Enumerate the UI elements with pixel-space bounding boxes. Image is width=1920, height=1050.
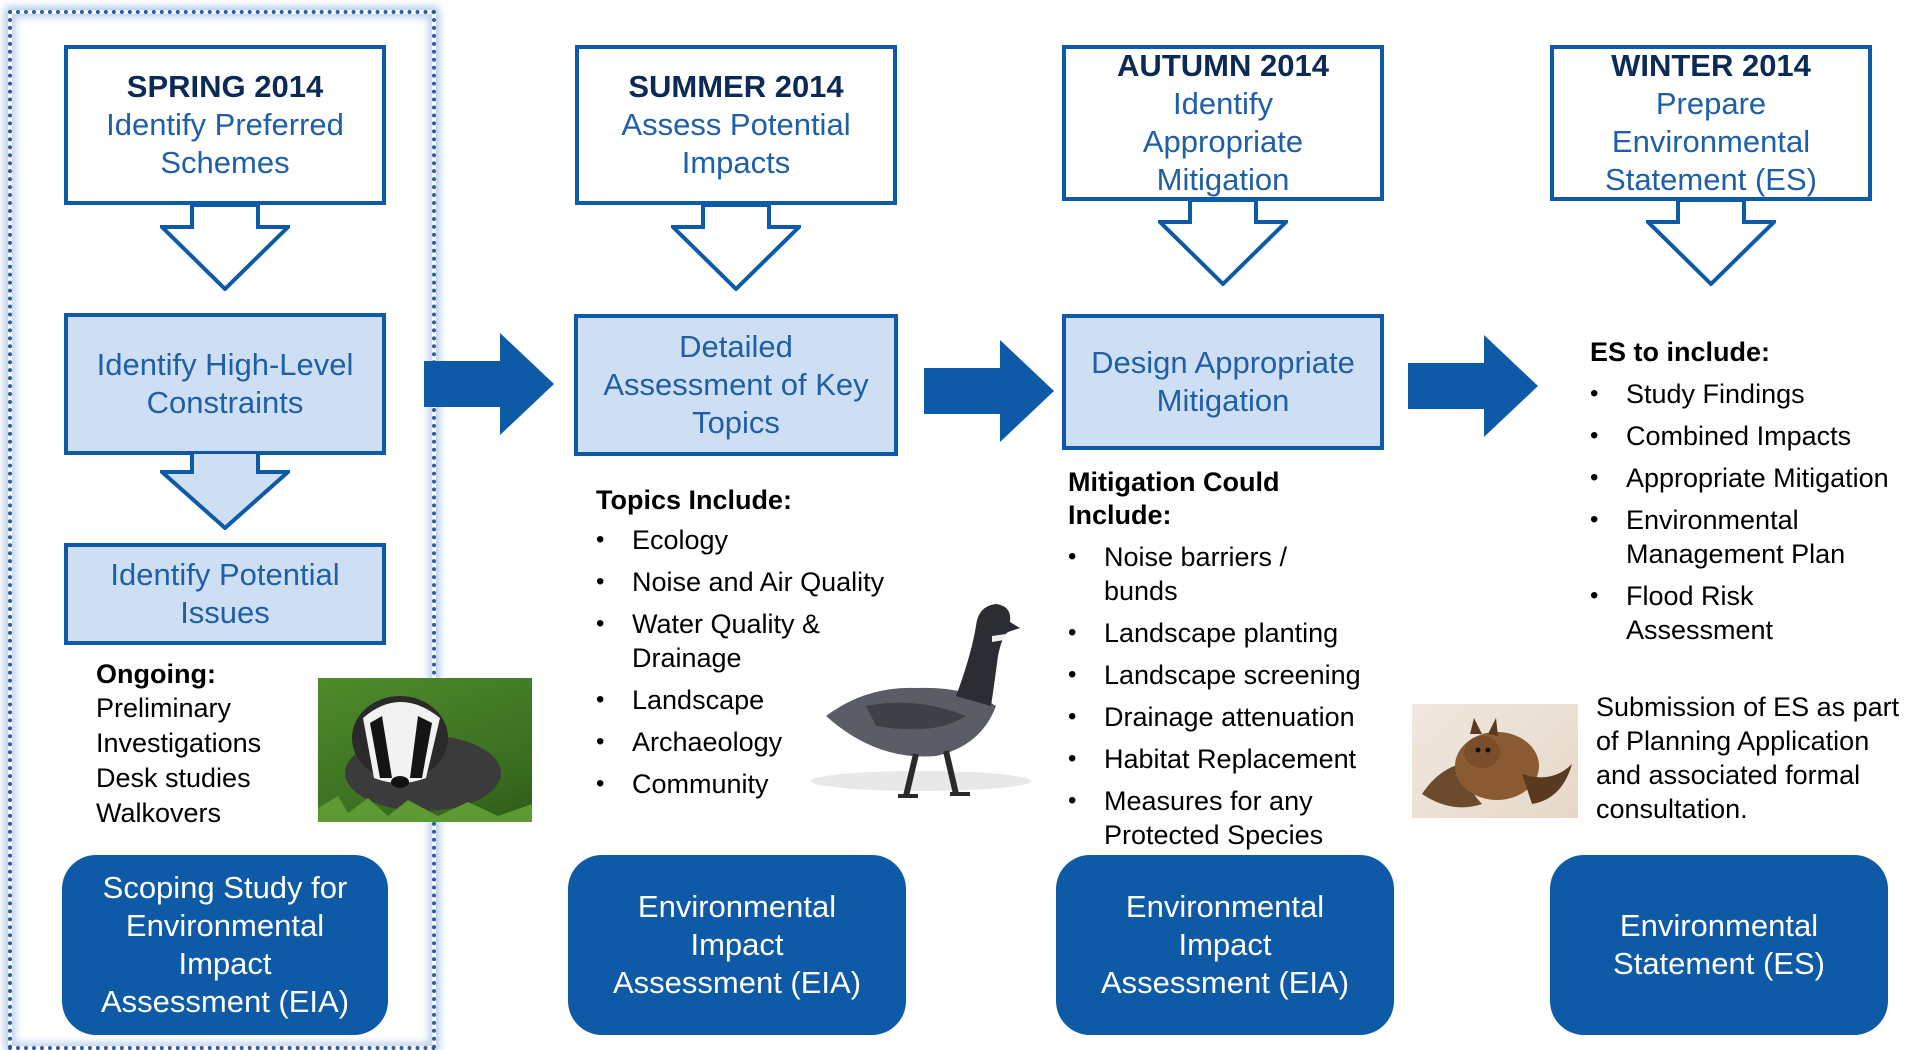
right-arrow-icon: [1408, 335, 1538, 437]
summer-output-pill: Environmental Impact Assessment (EIA): [568, 855, 906, 1035]
pill-line: Assessment (EIA): [612, 965, 862, 1000]
right-arrow-icon: [424, 333, 554, 435]
autumn-output-pill: Environmental Impact Assessment (EIA): [1056, 855, 1394, 1035]
winter-subtitle-line-1: Prepare: [1655, 86, 1767, 121]
es-item: Appropriate Mitigation: [1590, 461, 1920, 495]
autumn-step: Design Appropriate Mitigation: [1062, 314, 1384, 450]
down-arrow-icon: [1646, 200, 1776, 286]
pill-line: Assessment (EIA): [100, 984, 350, 1019]
autumn-subtitle-line-1: Identify: [1173, 86, 1273, 121]
note-line: consultation.: [1596, 794, 1748, 824]
mitigation-item: Drainage attenuation: [1068, 700, 1368, 734]
ongoing-item: Investigations: [96, 728, 262, 758]
autumn-mitigation-block: Mitigation Could Include: Noise barriers…: [1068, 466, 1398, 860]
autumn-season-box: AUTUMN 2014 Identify Appropriate Mitigat…: [1062, 45, 1384, 201]
down-arrow-icon: [160, 452, 290, 530]
badger-photo: [318, 678, 532, 822]
step-line: Issues: [180, 595, 270, 630]
step-line: Identify High-Level: [96, 347, 354, 382]
spring-season-box: SPRING 2014 Identify Preferred Schemes: [64, 45, 386, 205]
step-line: Topics: [692, 405, 780, 440]
ongoing-item: Walkovers: [96, 798, 222, 828]
spring-title: SPRING 2014: [126, 69, 324, 104]
mitigation-item: Measures for any Protected Species: [1068, 784, 1364, 852]
pill-line: Statement (ES): [1613, 946, 1825, 981]
topic-item: Ecology: [596, 523, 916, 557]
pill-line: Environmental: [637, 889, 837, 924]
note-line: and associated formal: [1596, 760, 1861, 790]
winter-output-pill: Environmental Statement (ES): [1550, 855, 1888, 1035]
step-line: Mitigation: [1156, 383, 1290, 418]
pill-line: Impact: [1178, 927, 1272, 962]
ongoing-item: Desk studies: [96, 763, 251, 793]
pill-line: Scoping Study for: [102, 870, 348, 905]
winter-season-box: WINTER 2014 Prepare Environmental Statem…: [1550, 45, 1872, 201]
pill-line: Environmental: [1619, 908, 1819, 943]
right-arrow-icon: [924, 340, 1054, 442]
spring-step-issues: Identify Potential Issues: [64, 543, 386, 645]
topic-item: Noise and Air Quality: [596, 565, 916, 599]
pill-line: Impact: [178, 946, 272, 981]
topic-item: Archaeology: [596, 725, 916, 759]
winter-title: WINTER 2014: [1611, 48, 1811, 83]
ongoing-item: Preliminary: [96, 693, 232, 723]
pill-line: Environmental: [125, 908, 325, 943]
topic-item: Water Quality & Drainage: [596, 607, 916, 675]
submission-note: Submission of ES as part of Planning App…: [1596, 690, 1916, 826]
down-arrow-icon: [160, 205, 290, 291]
spring-step-constraints: Identify High-Level Constraints: [64, 313, 386, 455]
summer-title: SUMMER 2014: [628, 69, 844, 104]
goose-illustration: [811, 604, 1031, 798]
autumn-subtitle-line-2: Appropriate: [1142, 124, 1304, 159]
note-line: Submission of ES as part: [1596, 692, 1900, 722]
note-line: of Planning Application: [1596, 726, 1870, 756]
spring-output-pill: Scoping Study for Environmental Impact A…: [62, 855, 388, 1035]
topic-item: Landscape: [596, 683, 916, 717]
step-line: Constraints: [146, 385, 304, 420]
mitigation-item: Landscape screening: [1068, 658, 1368, 692]
mitigation-item: Landscape planting: [1068, 616, 1368, 650]
down-arrow-icon: [1158, 200, 1288, 286]
step-line: Identify Potential: [110, 557, 340, 592]
summer-topics-block: Topics Include: Ecology Noise and Air Qu…: [596, 484, 916, 809]
es-item: Study Findings: [1590, 377, 1920, 411]
spring-subtitle-line-1: Identify Preferred: [106, 107, 344, 142]
mitigation-item: Habitat Replacement: [1068, 742, 1368, 776]
winter-es-block: ES to include: Study Findings Combined I…: [1590, 336, 1920, 655]
step-line: Detailed: [679, 329, 793, 364]
summer-season-box: SUMMER 2014 Assess Potential Impacts: [575, 45, 897, 205]
autumn-subtitle-line-3: Mitigation: [1156, 162, 1290, 197]
pill-line: Environmental: [1125, 889, 1325, 924]
spring-subtitle-line-2: Schemes: [160, 145, 290, 180]
es-item: Combined Impacts: [1590, 419, 1920, 453]
winter-subtitle-line-2: Environmental: [1611, 124, 1811, 159]
autumn-title: AUTUMN 2014: [1117, 48, 1329, 83]
winter-subtitle-line-3: Statement (ES): [1605, 162, 1817, 197]
es-item: Environmental Management Plan: [1590, 503, 1896, 571]
step-line: Assessment of Key: [603, 367, 869, 402]
summer-subtitle-line-2: Impacts: [681, 145, 791, 180]
topic-item: Community: [596, 767, 916, 801]
es-heading: ES to include:: [1590, 337, 1771, 367]
pill-line: Impact: [690, 927, 784, 962]
mitigation-heading-line: Include:: [1068, 500, 1172, 530]
pill-line: Assessment (EIA): [1100, 965, 1350, 1000]
es-item: Flood Risk Assessment: [1590, 579, 1866, 647]
ongoing-block: Ongoing: Preliminary Investigations Desk…: [96, 658, 316, 831]
down-arrow-icon: [671, 205, 801, 291]
mitigation-item: Noise barriers / bunds: [1068, 540, 1334, 608]
bat-photo: [1412, 704, 1578, 818]
ongoing-heading: Ongoing:: [96, 659, 216, 689]
summer-subtitle-line-1: Assess Potential: [621, 107, 851, 142]
mitigation-heading-line: Mitigation Could: [1068, 467, 1280, 497]
topics-heading: Topics Include:: [596, 485, 793, 515]
step-line: Design Appropriate: [1091, 345, 1355, 380]
summer-step: Detailed Assessment of Key Topics: [574, 314, 898, 456]
